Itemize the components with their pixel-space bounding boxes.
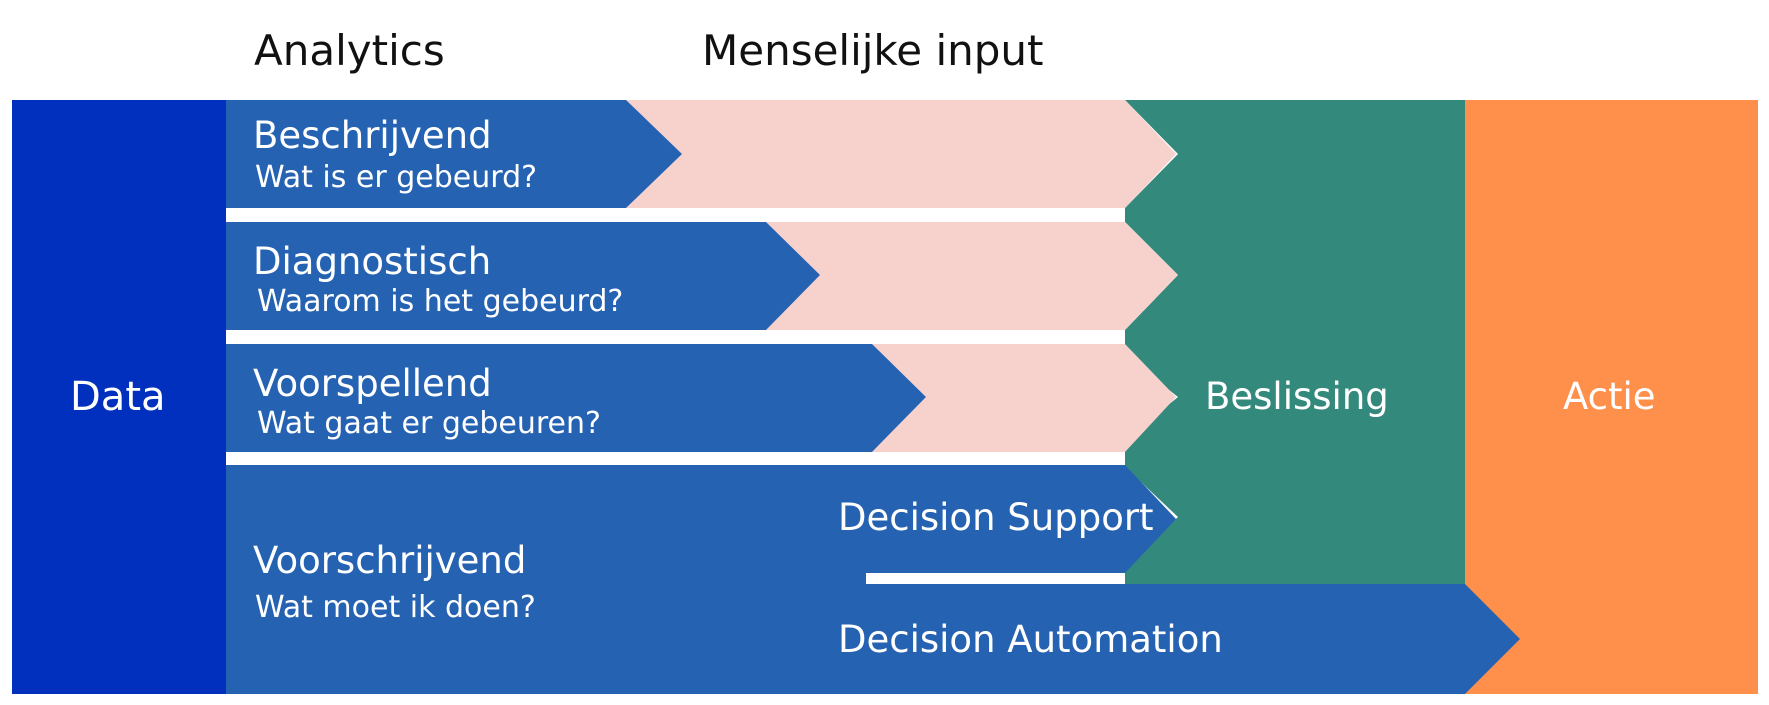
action-label: Actie xyxy=(1563,375,1656,418)
analytics-arrow-descriptive xyxy=(226,100,682,208)
row-title-prescriptive: Voorschrijvend xyxy=(253,539,527,582)
analytics-arrow-prescriptive xyxy=(226,465,1520,694)
decision-block xyxy=(1125,100,1465,584)
row-title-predictive: Voorspellend xyxy=(253,362,492,405)
human-input-band-3 xyxy=(872,344,1176,452)
row-question-predictive: Wat gaat er gebeuren? xyxy=(257,406,601,441)
analytics-arrow-predictive xyxy=(226,344,926,452)
human-input-band-2 xyxy=(766,222,1178,330)
human-input-header: Menselijke input xyxy=(702,26,1044,75)
decision-label: Beslissing xyxy=(1205,375,1389,418)
data-label: Data xyxy=(70,374,166,420)
row-question-prescriptive: Wat moet ik doen? xyxy=(255,590,536,625)
action-block xyxy=(1465,100,1758,694)
row-question-diagnostic: Waarom is het gebeurd? xyxy=(257,284,624,319)
human-input-band-1 xyxy=(626,100,1176,208)
decision-automation-label: Decision Automation xyxy=(838,618,1223,661)
decision-support-label: Decision Support xyxy=(838,496,1154,539)
analytics-header: Analytics xyxy=(254,26,445,75)
row-question-descriptive: Wat is er gebeurd? xyxy=(255,160,538,195)
row-title-descriptive: Beschrijvend xyxy=(253,114,492,157)
data-block xyxy=(12,100,226,694)
row-title-diagnostic: Diagnostisch xyxy=(253,240,492,283)
analytics-arrow-diagnostic xyxy=(226,222,820,330)
